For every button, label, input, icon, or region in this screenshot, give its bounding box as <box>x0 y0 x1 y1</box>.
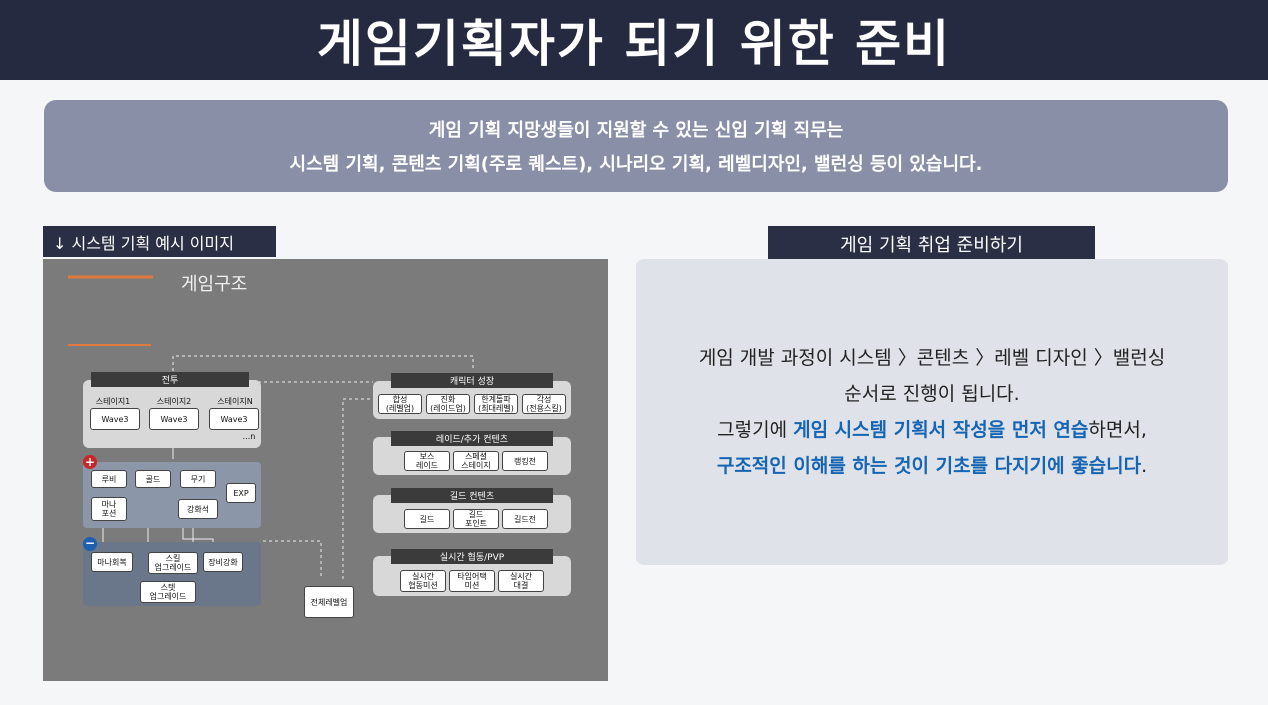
page-header: 게임기획자가 되기 위한 준비 <box>0 0 1268 80</box>
enhance-stone-box: 강화석 <box>178 499 218 519</box>
stage-more-label: ...n <box>242 432 256 441</box>
growth-limit-box: 한계돌파(최대레벨) <box>474 394 518 414</box>
plus-icon: + <box>83 455 97 469</box>
raid-title: 레이드/추가 컨텐츠 <box>391 431 553 446</box>
stage-2-label: 스테이지2 <box>156 397 192 406</box>
info-line-2: 순서로 진행이 됩니다. <box>844 383 1020 405</box>
info-line-3-post: 하면서, <box>1088 419 1147 441</box>
info-line-3: 그렇기에 게임 시스템 기획서 작성을 먼저 연습하면서, <box>717 412 1147 448</box>
banner-line-1: 게임 기획 지망생들이 지원할 수 있는 신입 기획 직무는 <box>428 120 844 141</box>
system-design-diagram: 게임구조 전투 스테이지1 스테이지2 스테이지N Wave3 Wave3 Wa… <box>43 259 608 681</box>
mana-recovery-box: 마나회복 <box>91 552 133 572</box>
diagram-title: 게임구조 <box>181 274 248 295</box>
growth-merge-box: 합성(레벨업) <box>378 394 422 414</box>
stage-n-label: 스테이지N <box>217 397 253 406</box>
ruby-box: 루비 <box>91 470 127 488</box>
info-line-4-post: . <box>1141 455 1148 477</box>
info-line-3-highlight: 게임 시스템 기획서 작성을 먼저 연습 <box>793 419 1089 441</box>
info-line-1: 게임 개발 과정이 시스템 〉콘텐츠 〉레벨 디자인 〉밸런싱 <box>698 347 1166 369</box>
growth-evolve-box: 진화(레이드업) <box>426 394 470 414</box>
stage-1-label: 스테이지1 <box>95 397 131 406</box>
gear-enhance-box: 장비강화 <box>203 552 243 572</box>
info-line-4-highlight: 구조적인 이해를 하는 것이 기초를 다지기에 좋습니다 <box>716 455 1142 477</box>
wave-box-1: Wave3 <box>90 408 140 430</box>
growth-title: 캐릭터 성장 <box>391 373 553 388</box>
banner-line-2: 시스템 기획, 콘텐츠 기획(주로 퀘스트), 시나리오 기획, 레벨디자인, … <box>289 154 983 175</box>
example-image-tag: ↓ 시스템 기획 예시 이미지 <box>43 226 276 257</box>
wave-box-3: Wave3 <box>209 408 259 430</box>
battle-title: 전투 <box>91 372 249 387</box>
total-levelup-box: 전체레벨업 <box>304 586 354 618</box>
weapon-box: 무기 <box>180 470 216 488</box>
wave-box-2: Wave3 <box>149 408 199 430</box>
growth-awaken-box: 각성(전용스킬) <box>522 394 566 414</box>
raid-ranking-box: 랭킹전 <box>502 451 548 471</box>
diagram-connectors <box>68 275 474 579</box>
summary-banner: 게임 기획 지망생들이 지원할 수 있는 신입 기획 직무는 시스템 기획, 콘… <box>44 100 1228 192</box>
guild-war-box: 길드전 <box>502 509 548 529</box>
info-line-4: 구조적인 이해를 하는 것이 기초를 다지기에 좋습니다. <box>717 448 1147 484</box>
job-prep-tag: 게임 기획 취업 준비하기 <box>768 226 1095 261</box>
info-line-3-pre: 그렇기에 <box>717 419 794 441</box>
pvp-title: 실시간 협동/PVP <box>391 549 553 564</box>
page-title: 게임기획자가 되기 위한 준비 <box>316 15 952 73</box>
minus-icon: − <box>83 536 97 551</box>
guild-box: 길드 <box>404 509 450 529</box>
guild-title: 길드 컨텐츠 <box>391 488 553 503</box>
job-prep-info-panel: 게임 개발 과정이 시스템 〉콘텐츠 〉레벨 디자인 〉밸런싱 순서로 진행이 … <box>636 259 1228 565</box>
exp-box: EXP <box>226 483 256 503</box>
gold-box: 골드 <box>135 470 171 488</box>
